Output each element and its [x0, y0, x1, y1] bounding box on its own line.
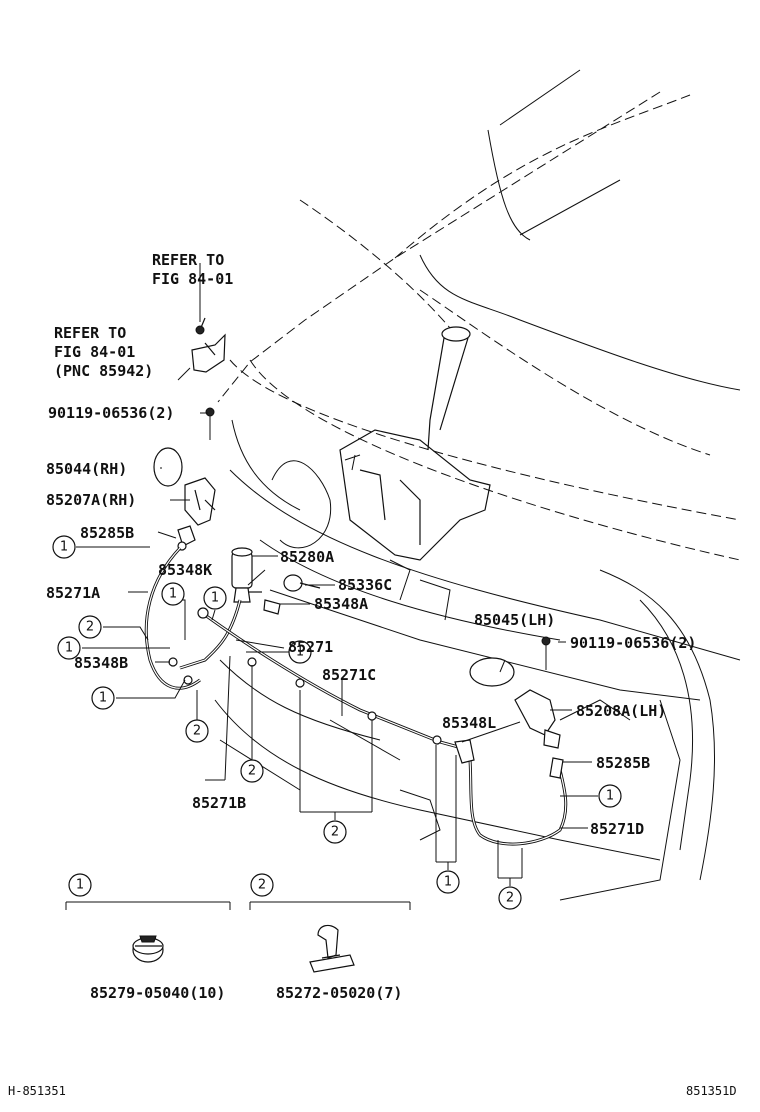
- callout-1-b: 1: [161, 582, 185, 606]
- label-clamp-part: 85279-05040(10): [90, 984, 225, 1002]
- refer-top-line2: FIG 84-01: [152, 270, 233, 288]
- callout-1-f: 1: [91, 686, 115, 710]
- label-joint-l: 85348L: [442, 714, 496, 732]
- callout-2-a: 2: [78, 615, 102, 639]
- svg-text:1: 1: [444, 875, 452, 890]
- washer-hoses: [144, 546, 568, 846]
- label-hose-b: 85271B: [192, 794, 246, 812]
- part-labels: REFER TO FIG 84-01 REFER TO FIG 84-01 (P…: [8, 251, 737, 1098]
- label-hose-a: 85271A: [46, 584, 100, 602]
- label-hose-c: 85271C: [322, 666, 376, 684]
- label-hose-d: 85271D: [590, 820, 644, 838]
- footer-left: H-851351: [8, 1084, 66, 1098]
- leader-lines: [65, 263, 598, 910]
- legend-clamp: [132, 935, 164, 963]
- callout-2-c: 2: [240, 759, 264, 783]
- svg-text:1: 1: [296, 645, 304, 660]
- svg-text:1: 1: [60, 540, 68, 555]
- callout-1-h: 1: [598, 784, 622, 808]
- label-joint-a: 85348A: [314, 595, 368, 613]
- washer-tank: [339, 326, 491, 561]
- legend-clip: [309, 924, 355, 973]
- svg-text:2: 2: [193, 724, 201, 739]
- label-bolt-rh: 90119-06536(2): [48, 404, 174, 422]
- callout-legend-2: 2: [250, 873, 274, 897]
- svg-text:2: 2: [258, 878, 266, 893]
- svg-text:2: 2: [86, 620, 94, 635]
- label-grommet: 85336C: [338, 576, 392, 594]
- label-cover-rh: 85044(RH): [46, 460, 127, 478]
- label-pump: 85280A: [280, 548, 334, 566]
- svg-text:1: 1: [606, 789, 614, 804]
- label-valve-lh: 85285B: [596, 754, 650, 772]
- callout-legend-1: 1: [68, 873, 92, 897]
- svg-text:1: 1: [169, 587, 177, 602]
- label-hose-main: 85271: [288, 638, 333, 656]
- label-bolt-lh: 90119-06536(2): [570, 634, 696, 652]
- label-joint-b: 85348B: [74, 654, 128, 672]
- callout-1-d: 1: [288, 640, 312, 664]
- callout-1-c: 1: [203, 586, 227, 610]
- callout-1-e: 1: [57, 636, 81, 660]
- svg-text:2: 2: [248, 764, 256, 779]
- refer-left-line3: (PNC 85942): [54, 362, 153, 380]
- svg-text:1: 1: [99, 691, 107, 706]
- callout-2-e: 2: [498, 886, 522, 910]
- vehicle-outline: [214, 69, 741, 901]
- bracket-assembly: [191, 317, 226, 373]
- svg-text:1: 1: [65, 641, 73, 656]
- lh-nozzle-group: [469, 636, 564, 779]
- refer-left-line2: FIG 84-01: [54, 343, 135, 361]
- footer-right: 851351D: [686, 1084, 737, 1098]
- callout-2-b: 2: [185, 719, 209, 743]
- svg-text:2: 2: [506, 891, 514, 906]
- label-nozzle-lh: 85208A(LH): [576, 702, 666, 720]
- label-cover-lh: 85045(LH): [474, 611, 555, 629]
- label-nozzle-rh: 85207A(RH): [46, 491, 136, 509]
- rh-nozzle-group: [153, 407, 216, 551]
- callout-1-g: 1: [436, 870, 460, 894]
- svg-text:2: 2: [331, 825, 339, 840]
- callout-1-a: 1: [52, 535, 76, 559]
- washer-pump: [231, 547, 321, 615]
- refer-top-line1: REFER TO: [152, 251, 224, 269]
- svg-text:1: 1: [211, 591, 219, 606]
- label-clip-part: 85272-05020(7): [276, 984, 402, 1002]
- callout-2-d: 2: [323, 820, 347, 844]
- refer-left-line1: REFER TO: [54, 324, 126, 342]
- label-joint-k: 85348K: [158, 561, 212, 579]
- label-valve-rh: 85285B: [80, 524, 134, 542]
- callout-markers: 1 1 1 1 2 1 1 2 2 2 1 2 1 1 2: [52, 535, 622, 910]
- svg-text:1: 1: [76, 878, 84, 893]
